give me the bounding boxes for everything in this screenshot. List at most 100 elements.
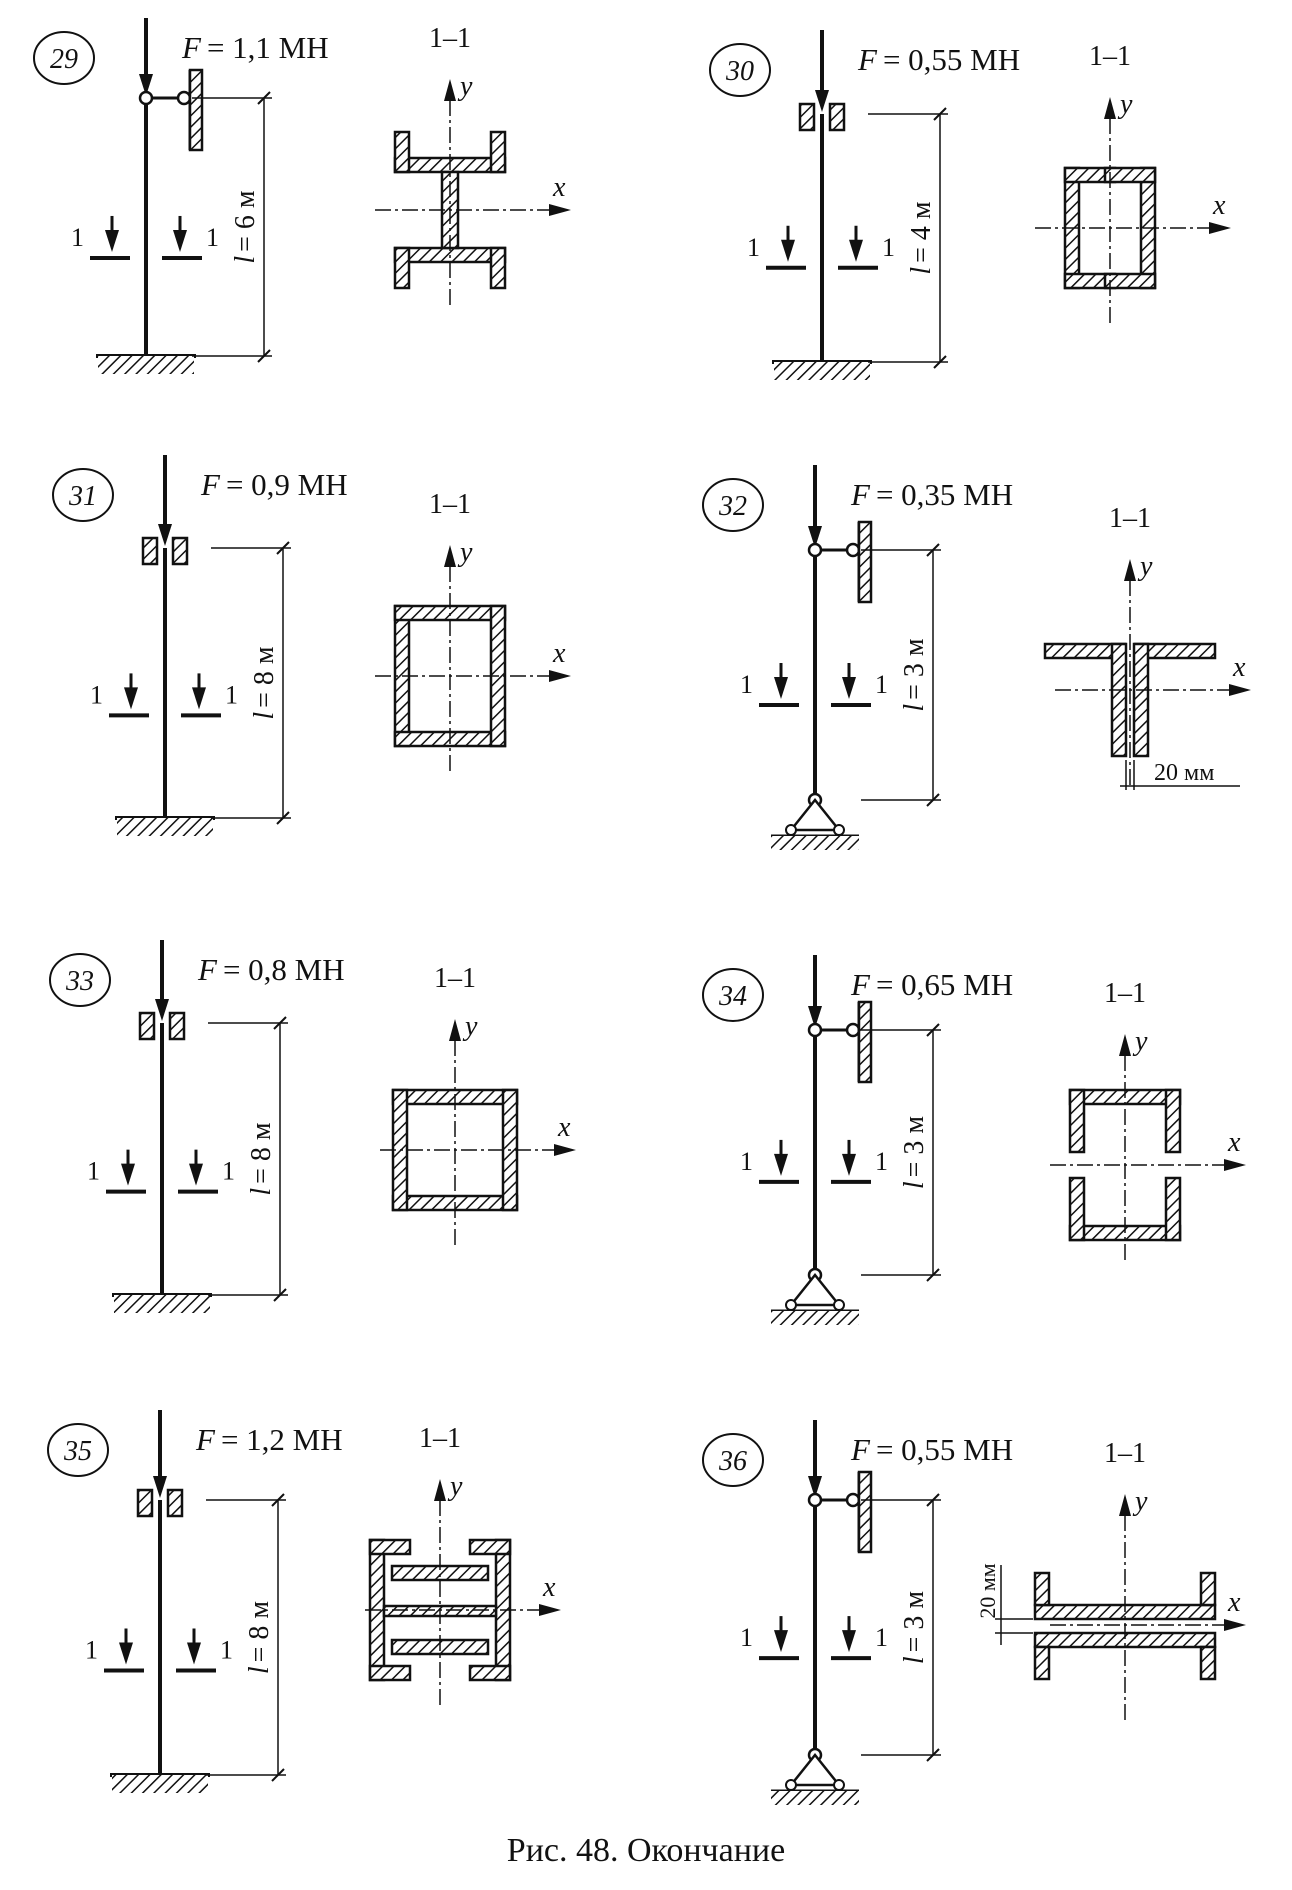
channel-top-flange-right — [1164, 1088, 1182, 1154]
problem-number-circle — [52, 468, 114, 522]
gap-label: 20 мм — [1154, 760, 1214, 786]
dim-tick-top — [926, 543, 940, 557]
cut-arrow-left — [121, 1149, 135, 1186]
cut-arrow-right — [192, 673, 206, 710]
axis-x-head — [539, 1604, 561, 1616]
axis-y-head — [449, 1019, 461, 1041]
load-label: F= 0,9 МН — [200, 467, 348, 502]
length-value: = 4 м — [906, 201, 937, 263]
channel-bottom-flange-right — [489, 246, 507, 290]
section-title: 1–1 — [429, 23, 471, 54]
dim-tick-top — [273, 1016, 287, 1030]
force-value: = 0,35 МН — [876, 477, 1013, 512]
force-value: = 0,9 МН — [226, 467, 348, 502]
pin-node-right — [833, 1299, 845, 1311]
dim-tick-bottom — [273, 1288, 287, 1302]
cut-arrow-right — [849, 225, 863, 262]
sleeve-left — [138, 1011, 156, 1041]
length-symbol: l — [899, 1656, 930, 1664]
channel-bottom-flange-left — [1068, 1176, 1086, 1242]
pin-node-right — [833, 1779, 845, 1791]
channel-left-flange-bottom — [368, 1664, 412, 1682]
axis-x-label: x — [1227, 1127, 1241, 1158]
hinge-top — [807, 542, 823, 558]
length-symbol: l — [906, 267, 937, 275]
dim-tick-bottom — [926, 1748, 940, 1762]
channel-bottom-flange-left — [1033, 1645, 1051, 1681]
arrow-head — [124, 687, 138, 710]
dim-tick-bottom — [276, 811, 290, 825]
section-title: 1–1 — [1104, 1438, 1146, 1469]
length-value: = 8 м — [244, 1601, 275, 1663]
load-arrow — [808, 1420, 822, 1498]
cut-arrow-right — [187, 1628, 201, 1665]
problem-number-circle — [709, 43, 771, 97]
dim-tick-top — [257, 91, 271, 105]
force-symbol: F — [850, 1432, 871, 1467]
cut-arrow-right — [842, 663, 856, 699]
dim-tick-top — [276, 541, 290, 555]
axis-x-label: x — [552, 172, 566, 203]
pin-node-right — [833, 824, 845, 836]
load-label: F= 0,55 МН — [857, 42, 1020, 77]
hinge-top — [807, 1022, 823, 1038]
axis-y-label: y — [462, 1011, 478, 1042]
hinge-wall — [845, 1492, 861, 1508]
length-value: = 3 м — [899, 1591, 930, 1653]
hinge-wall — [845, 1022, 861, 1038]
arrow-head — [105, 229, 119, 252]
cut-arrow-left — [781, 225, 795, 262]
length-symbol: l — [246, 1188, 277, 1196]
problem-number: 29 — [50, 44, 78, 75]
length-label: l= 6 м — [230, 190, 261, 264]
cross-section: 1–1xy — [365, 1423, 561, 1705]
cut-label-left: 1 — [747, 233, 760, 262]
cut-label-right: 1 — [875, 1623, 888, 1652]
cross-section: 1–1xy — [375, 489, 571, 771]
angle-left-leg — [1110, 642, 1128, 758]
cut-label-left: 1 — [90, 680, 103, 709]
channel-right-flange-bottom — [1103, 272, 1157, 290]
force-value: = 1,1 МН — [207, 30, 329, 65]
cut-label-right: 1 — [220, 1636, 233, 1665]
axis-y-label: y — [457, 537, 473, 568]
fixed-base-hatch — [112, 1775, 208, 1793]
pin-node-left — [785, 824, 797, 836]
cut-arrow-right — [842, 1616, 856, 1653]
force-value: = 0,65 МН — [876, 967, 1013, 1002]
cut-arrow-left — [774, 663, 788, 699]
guide-wall-hatch — [857, 1000, 873, 1084]
dim-tick-top — [926, 1023, 940, 1037]
length-label: l = 8 м — [244, 1601, 275, 1675]
axis-y-label: y — [1132, 1026, 1148, 1057]
section-title: 1–1 — [1109, 503, 1151, 534]
force-symbol: F — [195, 1422, 216, 1457]
channel-right-flange-top — [468, 1538, 512, 1556]
load-label: F= 1,1 МН — [181, 30, 329, 65]
length-symbol: l — [244, 1666, 275, 1674]
length-label: l= 3 м — [899, 1116, 930, 1190]
length-value: = 8 м — [249, 646, 280, 708]
load-label: F= 0,65 МН — [850, 967, 1013, 1002]
force-value: = 1,2 МН — [221, 1422, 343, 1457]
hinge-wall — [845, 542, 861, 558]
dim-tick-top — [926, 1493, 940, 1507]
cut-label-left: 1 — [85, 1636, 98, 1665]
arrow-head — [153, 1476, 167, 1498]
gap-label: 20 мм — [975, 1563, 1000, 1618]
load-arrow — [808, 955, 822, 1028]
axis-y-head — [444, 545, 456, 567]
cut-label-left: 1 — [87, 1157, 100, 1186]
channel-top-flange-right — [1199, 1571, 1217, 1607]
load-label: F= 0,55 МН — [850, 1432, 1013, 1467]
load-label: F= 0,8 МН — [197, 952, 345, 987]
sleeve-right — [171, 536, 189, 566]
axis-y-head — [1104, 97, 1116, 119]
length-value: = 8 м — [246, 1122, 277, 1184]
